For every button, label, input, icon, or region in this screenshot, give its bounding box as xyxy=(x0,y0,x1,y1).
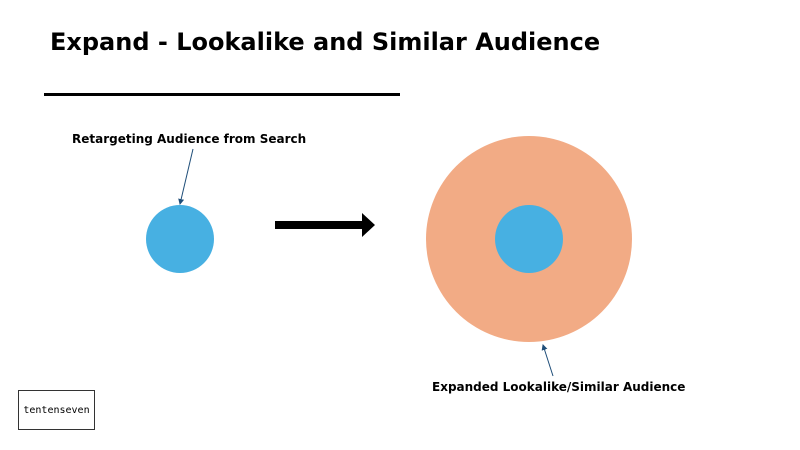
logo-text: tentenseven xyxy=(23,404,90,416)
retargeting-pointer-arrow xyxy=(178,148,194,205)
slide-title: Expand - Lookalike and Similar Audience xyxy=(50,28,601,56)
core-audience-circle xyxy=(495,205,563,273)
expanded-pointer-arrow xyxy=(541,344,554,377)
expand-arrow xyxy=(275,213,375,237)
title-underline xyxy=(44,93,400,96)
retargeting-audience-circle xyxy=(146,205,214,273)
retargeting-audience-label: Retargeting Audience from Search xyxy=(72,132,306,146)
company-logo: tentenseven xyxy=(18,390,95,430)
expanded-audience-label: Expanded Lookalike/Similar Audience xyxy=(432,380,685,394)
